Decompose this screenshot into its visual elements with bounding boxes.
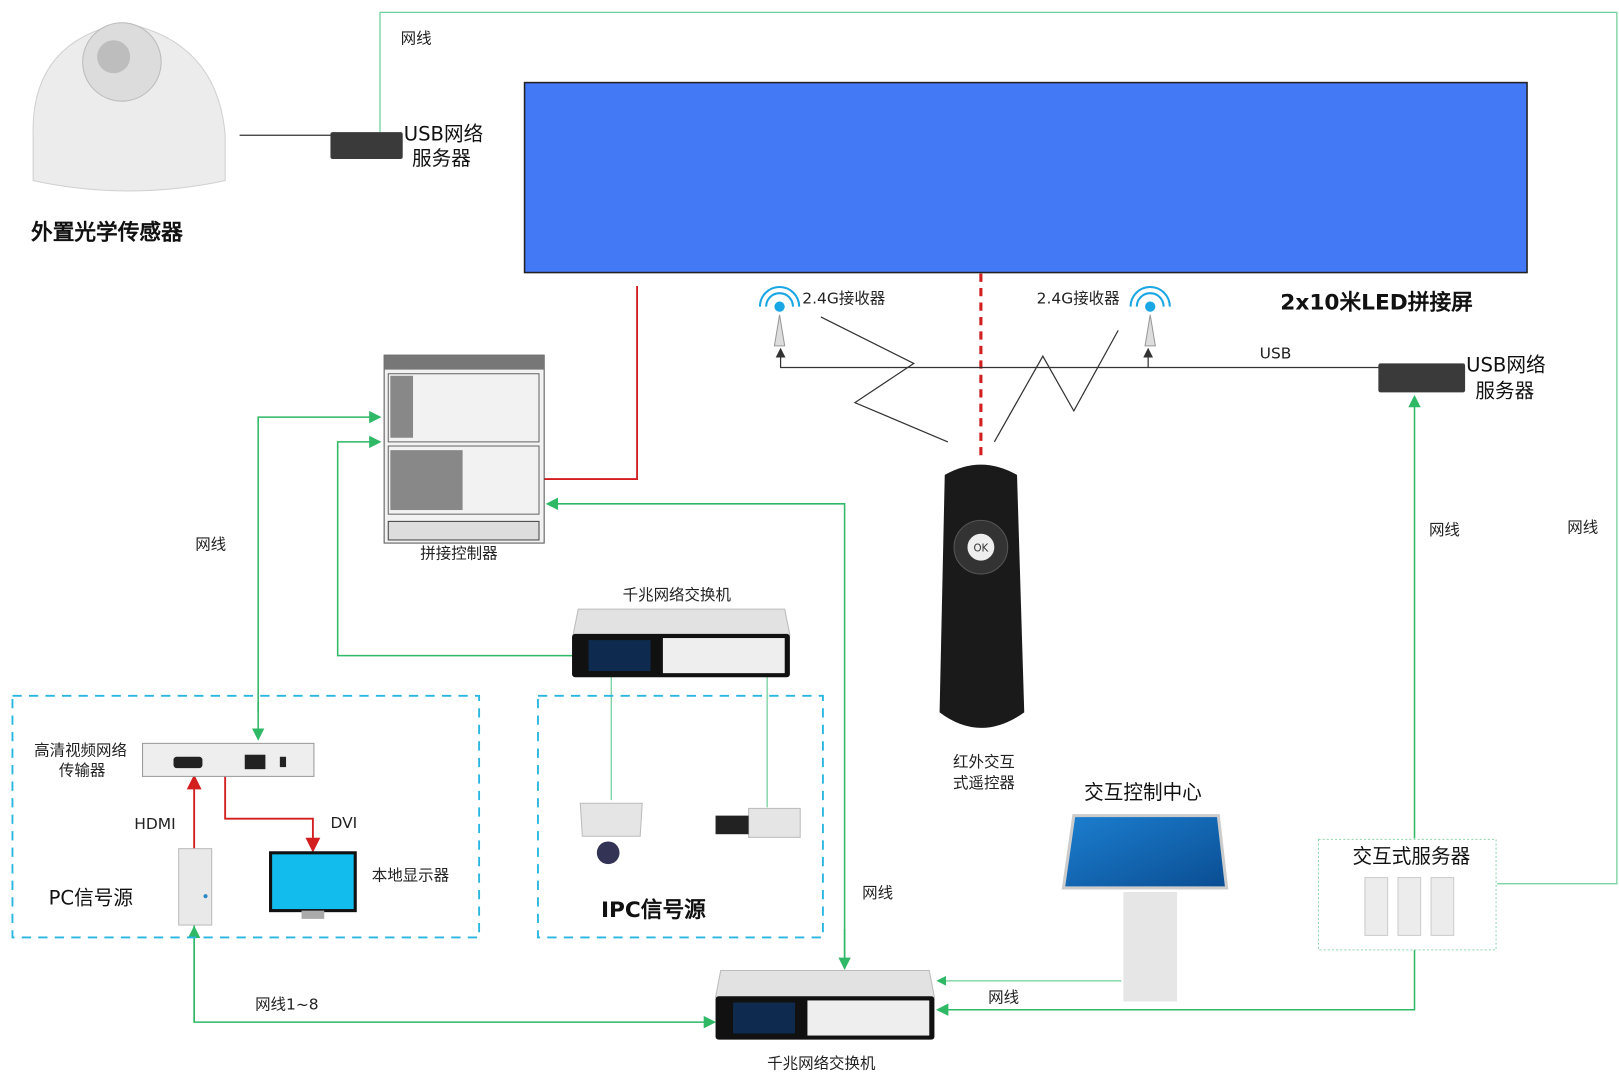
dvi-label: DVI [330, 814, 357, 832]
cable-label-right-outer: 网线 [1567, 519, 1598, 537]
monitor-icon [269, 851, 357, 919]
usb-server-top-label: USB网络 [404, 122, 483, 145]
usb-server-right-icon [1378, 363, 1466, 393]
cable-label-top: 网线 [401, 29, 432, 47]
cable-label-left: 网线 [195, 535, 226, 553]
optical-sensor-icon [32, 22, 226, 192]
ipc-group-title: IPC信号源 [601, 897, 706, 923]
led-screen-label: 2x10米LED拼接屏 [1280, 290, 1473, 316]
switch-bottom-icon [714, 969, 936, 1040]
cable-label-bottom: 网线 [988, 989, 1019, 1007]
pc-group-border [11, 694, 481, 939]
cable-label-middle: 网线 [862, 884, 893, 902]
splice-controller-icon [383, 354, 545, 544]
usb-server-top-icon [330, 132, 403, 159]
switch-top-label: 千兆网络交换机 [623, 586, 732, 604]
remote-control-icon: OK [939, 464, 1025, 728]
sensor-label: 外置光学传感器 [31, 220, 183, 246]
switch-top-icon [572, 608, 791, 678]
pc-tower-icon [178, 848, 213, 926]
encoder-label-2: 传输器 [59, 761, 106, 779]
ipc-group-border [537, 694, 824, 939]
remote-label: 红外交互 [953, 753, 1015, 771]
usb-label: USB [1260, 344, 1292, 362]
splice-controller-label: 拼接控制器 [420, 545, 498, 563]
bullet-camera-icon [715, 807, 801, 838]
remote-label-2: 式遥控器 [953, 774, 1015, 792]
remote-ok-label: OK [973, 542, 988, 554]
hdmi-label: HDMI [134, 815, 175, 833]
usb-server-right-label: USB网络 [1466, 354, 1545, 377]
led-screen [523, 81, 1528, 274]
usb-server-right-label-2: 服务器 [1475, 379, 1534, 402]
cable-label-pc: 网线1~8 [255, 996, 319, 1014]
control-center-label: 交互控制中心 [1084, 781, 1202, 804]
interactive-server-label: 交互式服务器 [1353, 845, 1471, 868]
interactive-server-border [1317, 838, 1497, 951]
encoder-icon [142, 742, 315, 777]
receiver-right-icon [1129, 286, 1171, 347]
kiosk-icon [1061, 814, 1229, 1002]
cable-lines [186, 11, 1618, 1029]
receiver-left-icon [758, 286, 801, 347]
switch-bottom-label: 千兆网络交换机 [767, 1055, 876, 1073]
receiver-left-label: 2.4G接收器 [802, 290, 886, 308]
server-rack-icon [1364, 877, 1455, 936]
usb-server-top-label-2: 服务器 [412, 147, 471, 170]
monitor-label: 本地显示器 [372, 867, 450, 885]
encoder-label: 高清视频网络 [34, 742, 127, 760]
pc-group-title: PC信号源 [49, 886, 133, 909]
receiver-right-label: 2.4G接收器 [1037, 290, 1121, 308]
dome-camera-icon [579, 802, 643, 865]
cable-label-right-inner: 网线 [1429, 521, 1460, 539]
